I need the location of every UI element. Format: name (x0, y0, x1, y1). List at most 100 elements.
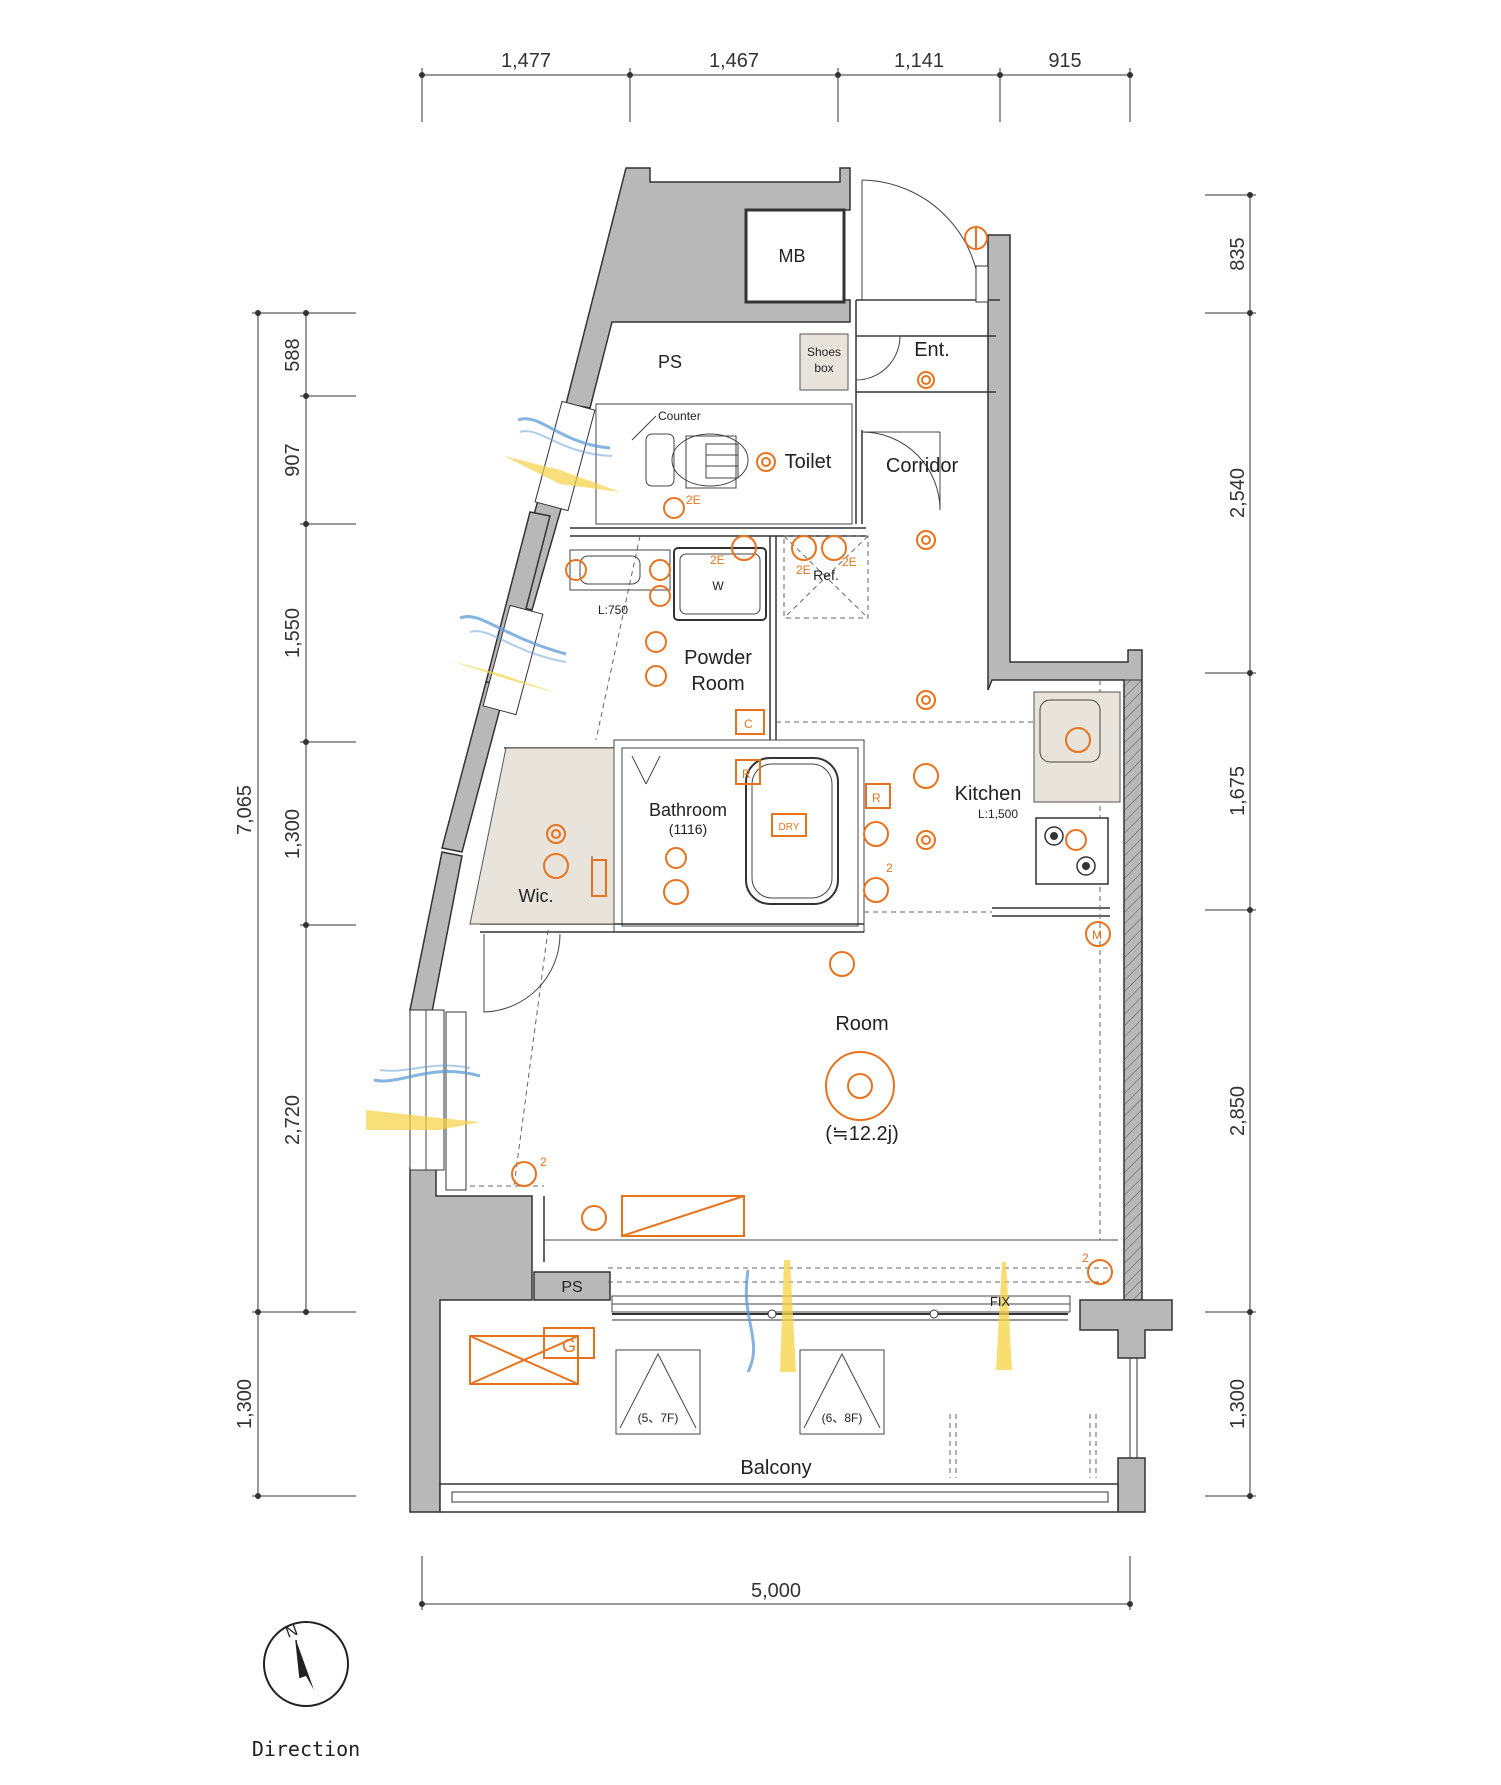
outlet-icon (791, 535, 817, 561)
wind-icon (744, 1269, 756, 1373)
outlet-icon (663, 879, 689, 905)
outlet-label: 2 (1082, 1251, 1089, 1265)
outlet-icon (511, 1161, 537, 1187)
wind-icon (519, 430, 613, 457)
right-dimensions: 835 2,540 1,675 2,850 1,300 (1205, 192, 1256, 1499)
switch-label-c: C (744, 717, 753, 731)
outlet-icon (649, 559, 671, 581)
right-dim-3: 1,675 (1227, 766, 1249, 816)
left-dimensions: 7,065 588 907 1,550 1,300 2,720 1,300 (234, 310, 356, 1499)
outlet-icon (821, 535, 847, 561)
left-dim-6: 1,300 (234, 1379, 256, 1429)
outlet-icon (863, 877, 889, 903)
ceiling-light-icon (825, 1051, 895, 1121)
light-icon (916, 830, 936, 850)
outlet-icon (1085, 921, 1111, 947)
wind-icon (459, 615, 567, 656)
light-icon (996, 1262, 1012, 1370)
right-dim-4: 2,850 (1227, 1086, 1249, 1136)
room-label: Room (835, 1013, 888, 1035)
aircon-unit (621, 1195, 745, 1237)
compass-label: Direction (252, 1737, 360, 1761)
wind-icon (517, 417, 611, 450)
heater-icon (591, 859, 607, 897)
evacuation-hatch (615, 1349, 701, 1435)
room-labels: MB PS Shoes box Ent. Corridor Toilet Cou… (519, 246, 1022, 1479)
evacuation-hatches: (5、7F) (6、8F) (615, 1349, 1097, 1478)
bathroom-label: Bathroom (649, 800, 727, 820)
outlet-icon (731, 535, 757, 561)
left-dim-4: 1,300 (282, 809, 304, 859)
balcony-label: Balcony (740, 1457, 811, 1479)
outlet-label: 2E (842, 555, 857, 569)
top-dim-2: 1,467 (709, 50, 759, 72)
top-dim-4: 915 (1048, 50, 1081, 72)
outlet-icon (1087, 1259, 1113, 1285)
hatch-left-label: (5、7F) (638, 1411, 679, 1425)
kitchen-label: Kitchen (955, 783, 1022, 805)
outlet-icon (1065, 829, 1087, 851)
toilet-counter (645, 433, 675, 487)
light-icon (756, 452, 776, 472)
light-icon (917, 371, 935, 389)
outlet-icon (1065, 727, 1091, 753)
bathroom-size-label: (1116) (669, 821, 707, 837)
left-dim-2: 907 (282, 443, 304, 476)
toilet-tank (685, 435, 737, 489)
right-dim-5: 1,300 (1227, 1379, 1249, 1429)
shoes-box (799, 333, 849, 391)
wic-label: Wic. (519, 886, 554, 906)
shoes-box-label-2: box (814, 361, 833, 375)
top-dim-3: 1,141 (894, 50, 944, 72)
room-size-label: (≒12.2j) (825, 1123, 898, 1145)
light-icon (780, 1260, 796, 1372)
mb-label: MB (779, 246, 806, 266)
outlet-icon (565, 559, 587, 581)
top-dimensions: 1,477 1,467 1,141 915 (419, 50, 1133, 122)
interior-partitions (470, 299, 1143, 1313)
wind-icon (469, 630, 567, 663)
outlet-icon (645, 631, 667, 653)
powder-room-label-1: Powder (684, 647, 752, 669)
outlet-icon (543, 853, 569, 879)
hatch-right-label: (6、8F) (822, 1411, 863, 1425)
switch-label-r: R (872, 791, 881, 805)
gas-meter-label: G (562, 1336, 576, 1356)
outlet-label: 2 (886, 861, 893, 875)
switch-label-r: R (742, 767, 751, 781)
outlet-label: 2E (796, 563, 811, 577)
electrical-symbols (469, 226, 1113, 1385)
washer-pan (673, 547, 767, 621)
outlet-icon (645, 665, 667, 687)
meter-label: M (1092, 928, 1102, 942)
toilet-label: Toilet (785, 451, 832, 473)
evacuation-hatch (799, 1349, 885, 1435)
gas-meter (543, 1327, 595, 1359)
light-icon (546, 824, 566, 844)
top-dim-1: 1,477 (501, 50, 551, 72)
outlet-label: 2 (540, 1155, 547, 1169)
left-dim-3: 1,550 (282, 608, 304, 658)
outlet-icon (649, 585, 671, 607)
outlet-label: 2E (710, 553, 725, 567)
entrance-label: Ent. (914, 339, 950, 361)
ps-top-label: PS (658, 352, 682, 372)
outlet-label: 2E (686, 493, 701, 507)
light-icon (916, 530, 936, 550)
ventilation-arrows (366, 417, 1012, 1373)
wind-icon (379, 1064, 471, 1072)
light-icon (448, 660, 560, 694)
light-switch (735, 759, 761, 785)
wic-floor (469, 747, 615, 925)
kitchen-counter (1033, 691, 1121, 803)
outlet-icon (663, 497, 685, 519)
ps-bottom-label: PS (561, 1279, 582, 1296)
left-dim-1: 588 (282, 338, 304, 371)
fix-label: FIX (990, 1294, 1011, 1309)
left-dim-total: 7,065 (234, 785, 256, 835)
kitchen-length-label: L:1,500 (978, 807, 1018, 821)
outdoor-unit (469, 1335, 579, 1385)
outlet-icon (863, 821, 889, 847)
compass: N Direction (252, 1621, 360, 1761)
